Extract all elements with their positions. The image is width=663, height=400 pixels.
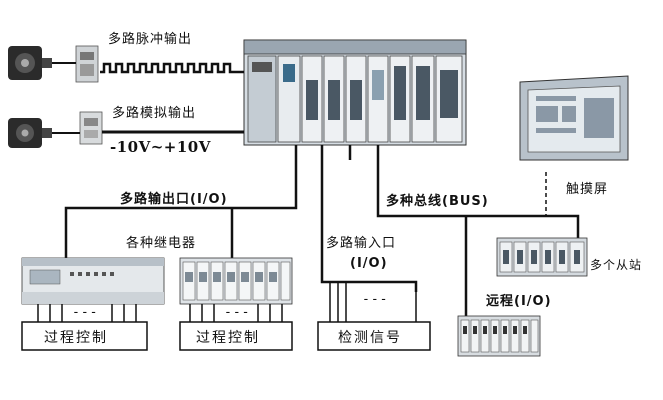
analog-output-label: 多路模拟输出 (112, 106, 197, 121)
input-bus-lines (320, 145, 418, 292)
relay-array-middle (179, 257, 293, 305)
terminal-lines-input (329, 282, 417, 322)
detection-signal-box (317, 321, 431, 351)
terminal-lines-middle (189, 304, 283, 322)
plc-rack (243, 39, 467, 146)
input-port-label: 多路输入口 (326, 236, 397, 251)
servo-drive-2 (79, 111, 103, 145)
process-control-box-1 (21, 321, 148, 351)
servo-motor-1 (8, 46, 52, 80)
terminal-dashes-input: --- (362, 292, 389, 307)
slave-stations-label: 多个从站 (590, 258, 643, 272)
terminal-dashes-middle: --- (224, 305, 251, 320)
pulse-output-label: 多路脉冲输出 (108, 32, 193, 47)
process-control-label-2: 过程控制 (196, 330, 260, 346)
bus-label: 多种总线(BUS) (386, 194, 489, 209)
voltage-range-label: -10V~+10V (110, 138, 211, 156)
relays-label: 各种继电器 (126, 236, 197, 251)
remote-io-module (457, 315, 541, 357)
output-port-label: 多路输出口(I/O) (120, 192, 228, 207)
field-bus-lines (376, 145, 580, 318)
remote-io-label: 远程(I/O) (486, 294, 552, 309)
terminal-dashes-left: --- (72, 305, 99, 320)
terminal-lines-left (37, 304, 137, 322)
servo-motor-2 (8, 118, 52, 148)
process-control-box-2 (179, 321, 293, 351)
process-control-label-1: 过程控制 (44, 330, 108, 346)
output-bus-lines (64, 145, 298, 262)
detection-signal-label: 检测信号 (338, 330, 402, 346)
touchscreen-label: 触摸屏 (566, 182, 609, 197)
relay-controller-left (21, 257, 165, 305)
pulse-waveform (100, 62, 244, 74)
slave-station-rack (496, 237, 588, 277)
servo-drive-1 (75, 45, 99, 83)
input-port-io-label: (I/O) (350, 256, 388, 271)
touchscreen-panel (519, 75, 629, 161)
